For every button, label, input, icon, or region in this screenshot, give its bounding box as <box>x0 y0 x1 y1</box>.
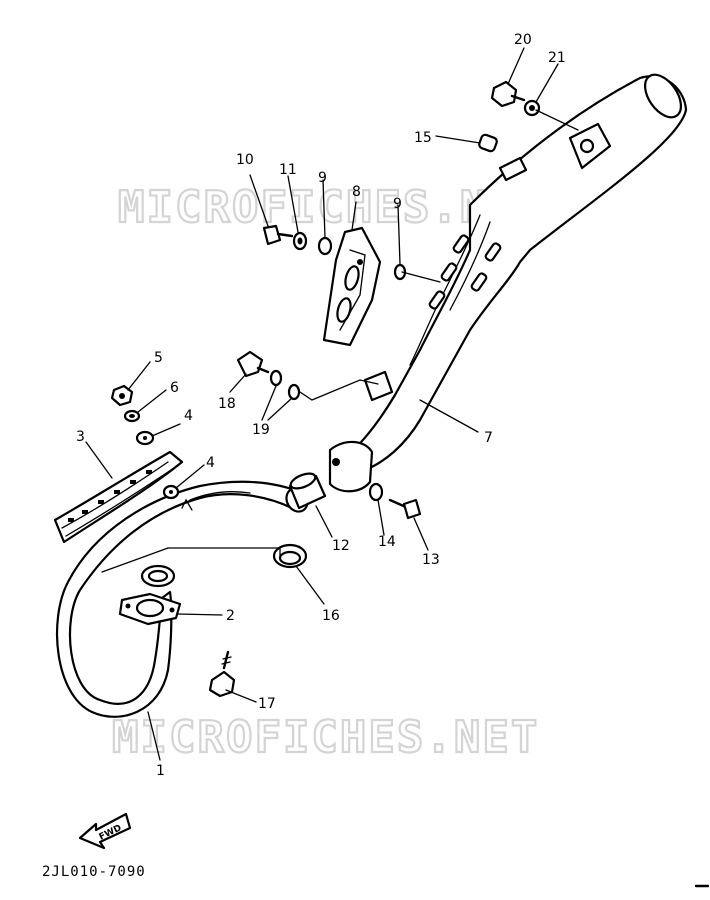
callout-19: 19 <box>252 422 270 438</box>
washer-6 <box>123 409 141 423</box>
callout-13: 13 <box>422 552 440 568</box>
callout-16: 16 <box>322 608 340 624</box>
silencer <box>328 73 688 493</box>
callout-15: 15 <box>414 130 432 146</box>
callout-20: 20 <box>514 32 532 48</box>
collar-4a <box>135 430 155 446</box>
callout-5: 5 <box>154 350 163 366</box>
nut-5 <box>110 384 134 407</box>
damper-15 <box>478 133 498 153</box>
bolt-10 <box>262 224 294 246</box>
callout-12: 12 <box>332 538 350 554</box>
callout-6: 6 <box>170 380 179 396</box>
callout-21: 21 <box>548 50 566 66</box>
bolt-17 <box>208 650 236 698</box>
silencer-guard <box>322 226 382 347</box>
washer-11 <box>292 231 308 251</box>
gasket-16 <box>272 543 308 569</box>
heat-protector <box>53 450 184 544</box>
washer-9a <box>317 236 333 256</box>
fwd-arrow-icon: FWD <box>78 812 132 850</box>
callout-17: 17 <box>258 696 276 712</box>
callout-4b: 4 <box>206 455 215 471</box>
callouts: 1 2 3 4 4 5 6 7 8 9 9 11 10 12 14 13 15 … <box>76 32 566 779</box>
washer-19a <box>269 369 283 387</box>
leader-lines <box>85 47 579 761</box>
collar-4b <box>162 484 180 500</box>
callout-8: 8 <box>352 184 361 200</box>
callout-9b: 9 <box>393 196 402 212</box>
watermark-bottom: MICROFICHES.NET <box>112 712 539 763</box>
gasket-12 <box>288 472 327 510</box>
callout-11: 11 <box>279 162 297 178</box>
callout-4a: 4 <box>184 408 193 424</box>
callout-9a: 9 <box>318 170 327 186</box>
callout-7: 7 <box>484 430 493 446</box>
washer-9b <box>393 263 407 281</box>
exhaust-flange <box>118 564 182 626</box>
callout-1: 1 <box>156 763 165 779</box>
callout-14: 14 <box>378 534 396 550</box>
bolt-20 <box>490 80 526 108</box>
washer-14 <box>368 482 384 502</box>
callout-2: 2 <box>226 608 235 624</box>
diagram-code: 2JL010-7090 <box>42 864 146 880</box>
callout-3: 3 <box>76 429 85 445</box>
bolt-18 <box>236 350 270 378</box>
nut-21 <box>523 99 541 117</box>
callout-18: 18 <box>218 396 236 412</box>
callout-10: 10 <box>236 152 254 168</box>
washer-19b <box>287 383 301 401</box>
bolt-13 <box>388 498 422 520</box>
